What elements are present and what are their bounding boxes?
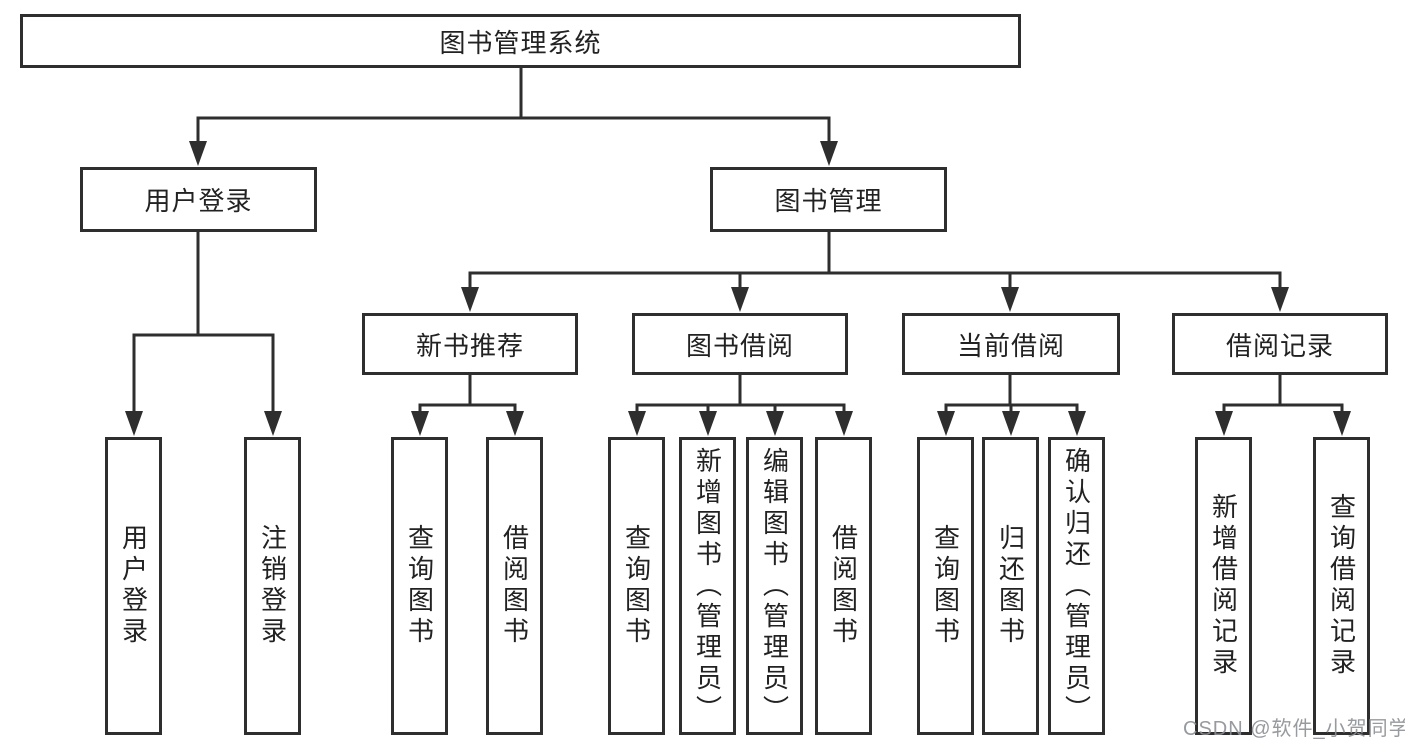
node-current-borrowing: 当前借阅 [902, 313, 1120, 375]
leaf-borrow-books: 借阅图书 [486, 437, 543, 735]
leaf-add-borrow-record: 新增借阅记录 [1195, 437, 1252, 735]
leaf-label: 用户登录 [118, 524, 149, 648]
leaf-label: 新增借阅记录 [1208, 493, 1239, 679]
node-user-login: 用户登录 [80, 167, 317, 232]
leaf-user-login: 用户登录 [105, 437, 162, 735]
node-borrowing-records: 借阅记录 [1172, 313, 1388, 375]
node-label: 用户登录 [144, 186, 253, 216]
node-library-management-system: 图书管理系统 [20, 14, 1021, 68]
node-label: 借阅记录 [1225, 330, 1334, 361]
leaf-label: 确认归还（管理员） [1061, 446, 1092, 726]
node-book-borrowing: 图书借阅 [632, 313, 848, 375]
leaf-label: 借阅图书 [499, 524, 530, 648]
node-label: 图书借阅 [685, 330, 794, 361]
leaf-edit-books-admin: 编辑图书（管理员） [746, 437, 803, 735]
leaf-logout: 注销登录 [244, 437, 301, 735]
leaf-query-borrow-record: 查询借阅记录 [1313, 437, 1370, 735]
connector-paths [132, 68, 1344, 414]
node-label: 新书推荐 [415, 330, 524, 361]
node-new-book-recommendation: 新书推荐 [362, 313, 578, 375]
node-book-management: 图书管理 [710, 167, 947, 232]
node-label: 图书管理系统 [439, 27, 602, 58]
leaf-query-books: 查询图书 [608, 437, 665, 735]
leaf-query-books: 查询图书 [917, 437, 974, 735]
leaf-label: 查询借阅记录 [1326, 493, 1357, 679]
leaf-label: 借阅图书 [828, 524, 859, 648]
arrowhead-icons [125, 141, 1351, 436]
watermark: CSDN @软件_小贺同学 [1183, 718, 1405, 740]
leaf-label: 新增图书（管理员） [692, 446, 723, 726]
leaf-add-books-admin: 新增图书（管理员） [679, 437, 736, 735]
leaf-confirm-return-admin: 确认归还（管理员） [1048, 437, 1105, 735]
leaf-label: 编辑图书（管理员） [759, 446, 790, 726]
leaf-borrow-books: 借阅图书 [815, 437, 872, 735]
leaf-label: 注销登录 [257, 524, 288, 648]
leaf-label: 查询图书 [621, 524, 652, 648]
node-label: 图书管理 [774, 186, 883, 216]
leaf-return-books: 归还图书 [982, 437, 1039, 735]
leaf-label: 查询图书 [930, 524, 961, 648]
node-label: 当前借阅 [956, 330, 1065, 361]
leaf-label: 归还图书 [995, 524, 1026, 648]
leaf-query-books: 查询图书 [391, 437, 448, 735]
leaf-label: 查询图书 [404, 524, 435, 648]
